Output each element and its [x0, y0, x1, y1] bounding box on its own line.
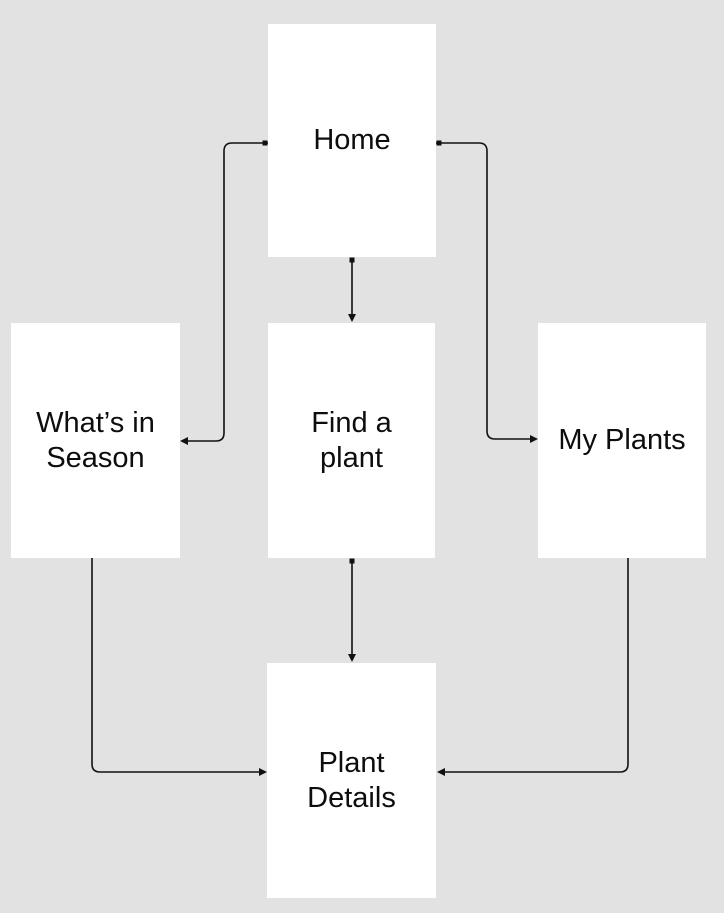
edge-start-anchor: [349, 257, 355, 263]
node-home-label: Home: [313, 124, 391, 157]
edge-find-a-plant-to-plant-details[interactable]: [348, 558, 356, 663]
arrowhead-right-icon: [259, 768, 267, 776]
edge-line: [187, 142, 268, 442]
node-whats-in-season[interactable]: What’s in Season: [11, 323, 180, 558]
arrowhead-left-icon: [437, 768, 445, 776]
node-plant-details-label: Plant Details: [307, 746, 396, 814]
edge-my-plants-to-plant-details[interactable]: [437, 558, 629, 776]
edge-whats-in-season-to-plant-details[interactable]: [91, 558, 267, 776]
node-whats-in-season-label: What’s in Season: [36, 406, 155, 474]
edge-line: [436, 142, 531, 440]
edge-start-anchor: [262, 140, 268, 146]
arrowhead-right-icon: [530, 435, 538, 443]
edge-home-to-find-a-plant[interactable]: [348, 257, 356, 323]
node-plant-details[interactable]: Plant Details: [267, 663, 436, 898]
node-find-a-plant[interactable]: Find a plant: [268, 323, 435, 558]
edge-line: [91, 558, 260, 773]
edge-home-to-whats-in-season[interactable]: [180, 140, 268, 446]
arrowhead-left-icon: [180, 437, 188, 445]
node-home[interactable]: Home: [268, 24, 436, 257]
node-find-a-plant-label: Find a plant: [311, 406, 392, 474]
node-my-plants[interactable]: My Plants: [538, 323, 706, 558]
edge-home-to-my-plants[interactable]: [436, 140, 538, 444]
arrowhead-down-icon: [348, 314, 356, 322]
node-my-plants-label: My Plants: [558, 424, 686, 457]
arrowhead-down-icon: [348, 654, 356, 662]
edge-start-anchor: [436, 140, 442, 146]
edge-start-anchor: [349, 558, 355, 564]
edge-line: [444, 558, 629, 773]
